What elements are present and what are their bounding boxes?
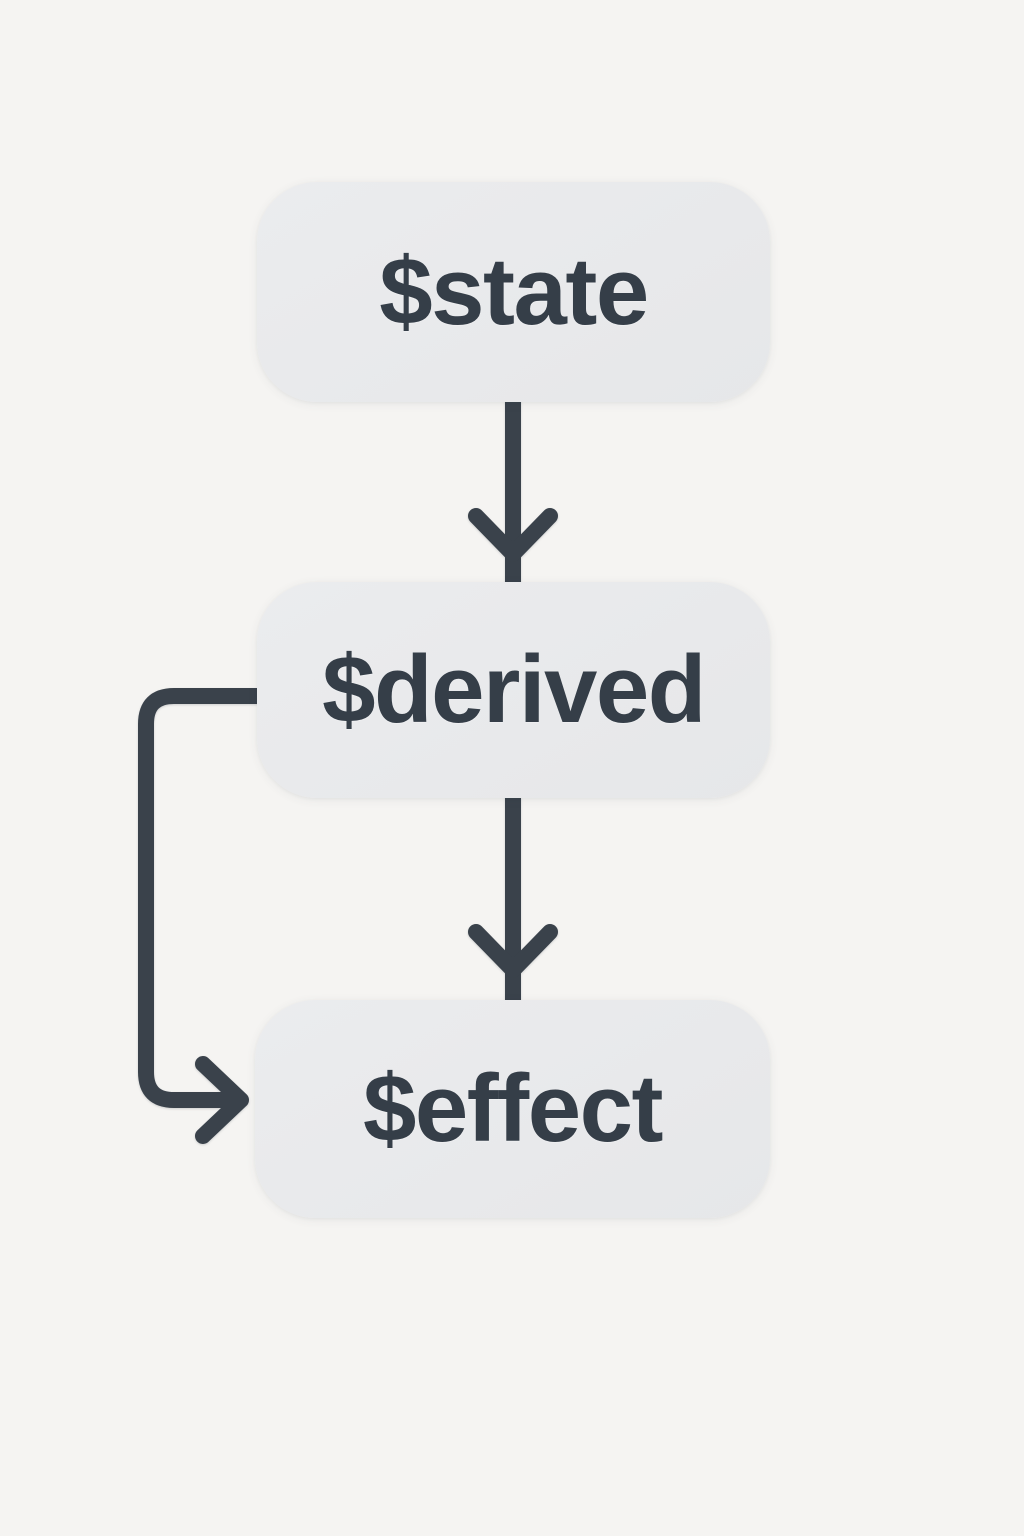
edge-state-to-derived — [468, 400, 558, 586]
node-state-label: $state — [379, 238, 649, 345]
edge-elbow — [138, 688, 270, 1108]
node-state: $state — [257, 182, 770, 402]
node-derived-label: $derived — [322, 636, 706, 743]
node-derived: $derived — [257, 582, 770, 798]
arrowhead-down-icon — [468, 508, 558, 562]
node-effect: $effect — [255, 1000, 770, 1218]
edge-derived-bypass-to-effect — [138, 688, 270, 1144]
arrowhead-down-icon — [468, 924, 558, 978]
edge-derived-to-effect — [468, 796, 558, 1004]
node-effect-label: $effect — [363, 1055, 663, 1162]
arrowhead-right-icon — [195, 1056, 249, 1144]
